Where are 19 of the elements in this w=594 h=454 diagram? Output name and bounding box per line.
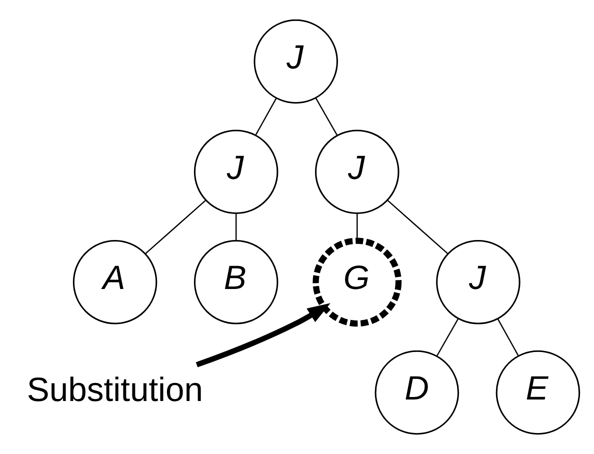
node-circle: D [374, 350, 460, 435]
connector [356, 213, 358, 240]
node-circle: J [436, 240, 520, 324]
node-circle: G [312, 238, 402, 327]
node-circle: J [194, 130, 278, 214]
connector [497, 318, 519, 356]
node-circle: J [254, 19, 338, 104]
node-circle: B [194, 240, 278, 324]
node-circle: J [315, 130, 400, 214]
connector [436, 318, 459, 356]
connector [235, 213, 237, 240]
arrow [196, 303, 330, 368]
connector [387, 200, 448, 254]
node-text: Substitution [26, 371, 204, 410]
connector [255, 98, 277, 136]
connector [145, 200, 206, 254]
node-circle: E [496, 350, 580, 435]
node-circle: A [72, 240, 158, 324]
connector [315, 98, 338, 136]
